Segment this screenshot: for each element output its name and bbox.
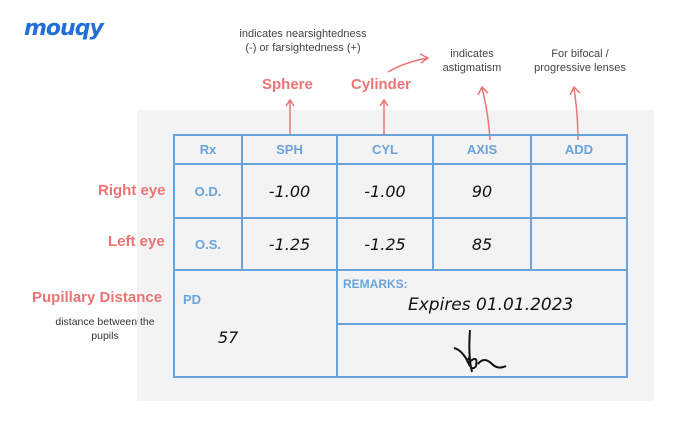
header-add: ADD [530,134,628,165]
os-cyl: -1.25 [336,217,434,271]
sphere-note: indicates nearsightedness (-) or farsigh… [239,28,367,54]
remarks-header: REMARKS: [343,277,408,291]
axis-note: indicates astigmatism [442,48,502,74]
row-os-label: O.S. [173,217,243,271]
od-add [530,163,628,219]
header-axis: AXIS [432,134,532,165]
arrow-add [569,85,581,141]
pd-note: distance between the pupils [55,316,155,342]
sphere-label: Sphere [262,76,313,93]
pd-header: PD [183,292,202,307]
cylinder-label: Cylinder [351,76,412,93]
pd-cell [173,269,338,378]
pd-label: Pupillary Distance [32,289,163,306]
arrow-cylinder-up [379,98,389,134]
arrow-cylinder-note [387,53,430,73]
row-od-label: O.D. [173,163,243,219]
arrow-axis [477,85,491,141]
header-rx: Rx [173,134,243,165]
add-note: For bifocal / progressive lenses [534,48,626,74]
os-sph: -1.25 [241,217,338,271]
os-add [530,217,628,271]
left-eye-label: Left eye [108,233,165,250]
right-eye-label: Right eye [98,182,166,199]
remarks-value: Expires 01.01.2023 [408,295,574,315]
prescription-paper [137,110,654,401]
od-cyl: -1.00 [336,163,434,219]
signature-mark [453,329,507,372]
os-axis: 85 [432,217,532,271]
header-sph: SPH [241,134,338,165]
od-sph: -1.00 [241,163,338,219]
arrow-sphere [285,98,295,134]
signature-cell [336,323,628,378]
od-axis: 90 [432,163,532,219]
logo: mouqy [24,16,104,41]
pd-value: 57 [218,328,239,347]
header-cyl: CYL [336,134,434,165]
